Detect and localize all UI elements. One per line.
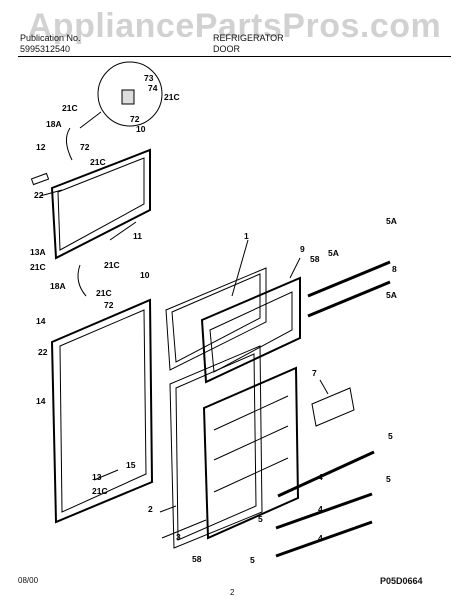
callout: 12: [36, 142, 46, 152]
door-shelf-3: [213, 457, 289, 493]
freezer-door-frame-outer: [50, 148, 151, 260]
callout: 72: [80, 142, 90, 152]
callout: 14: [36, 396, 46, 406]
freezer-door: [200, 276, 301, 384]
fresh-food-gasket-inner: [175, 353, 257, 541]
callout: 5: [386, 474, 391, 484]
callout: 72: [130, 114, 140, 124]
callout: 13: [92, 472, 102, 482]
callout: 58: [192, 554, 202, 564]
freezer-door-frame-inner: [57, 157, 145, 251]
callout: 5: [250, 555, 255, 565]
callout: 21C: [30, 262, 46, 272]
door-shelf-1: [213, 395, 289, 431]
fresh-food-door: [202, 366, 300, 540]
callout: 22: [34, 190, 44, 200]
callout: 10: [136, 124, 146, 134]
callout: 13A: [30, 247, 46, 257]
fresh-food-door-frame-inner: [59, 309, 147, 513]
freezer-gasket: [165, 267, 267, 371]
detail-bracket: [121, 89, 135, 105]
publication-label: Publication No.: [20, 33, 81, 43]
footer-date: 08/00: [18, 576, 39, 585]
fresh-food-door-frame-outer: [50, 298, 154, 524]
callout: 4: [318, 533, 323, 543]
callout: 11: [133, 231, 142, 241]
trim-bar-upper-2: [307, 280, 391, 318]
freezer-door-shelf: [209, 291, 293, 373]
hinge-18a-upper: [66, 127, 73, 161]
callout: 7: [312, 368, 317, 378]
callout: 21C: [164, 92, 180, 102]
callout: 18A: [46, 119, 62, 129]
trim-bar-lower-1: [277, 450, 375, 498]
callout: 18A: [50, 281, 66, 291]
callout: 74: [148, 83, 158, 93]
callout: 10: [140, 270, 150, 280]
watermark: AppliancePartsPros.com: [27, 7, 442, 45]
hinge-18a-lower: [77, 264, 87, 297]
callout: 58: [310, 254, 320, 264]
section-title: DOOR: [213, 44, 240, 54]
callout: 5: [388, 431, 393, 441]
fresh-food-gasket: [169, 345, 263, 549]
callout: 21C: [104, 260, 120, 270]
trim-bar-upper-1: [307, 260, 391, 298]
callout: 21C: [62, 103, 78, 113]
publication-number: 5995312540: [20, 44, 71, 54]
freezer-gasket-inner: [171, 273, 261, 363]
detail-zoom-circle: [97, 61, 163, 127]
door-shelf-2: [213, 425, 289, 461]
callout: 14: [36, 316, 46, 326]
callout: 8: [392, 264, 397, 274]
callout: 22: [38, 347, 48, 357]
trim-bar-lower-3: [275, 520, 373, 558]
trim-bar-lower-2: [275, 492, 373, 530]
callout: 4: [318, 472, 323, 482]
header-rule: [18, 56, 451, 57]
callout: 2: [148, 504, 153, 514]
callout: 21C: [90, 157, 106, 167]
callout: 5A: [386, 290, 397, 300]
footer-figure-code: P05D0664: [380, 576, 423, 586]
appliance-type: REFRIGERATOR: [213, 33, 284, 43]
callout: 4: [318, 504, 323, 514]
callout: 15: [126, 460, 136, 470]
gasket-strip: [30, 172, 50, 186]
callout: 1: [244, 231, 249, 241]
footer-page-number: 2: [230, 588, 235, 597]
callout: 72: [104, 300, 114, 310]
callout: 21C: [92, 486, 108, 496]
callout: 5A: [386, 216, 397, 226]
zoom-leader-line: [79, 111, 102, 129]
callout: 73: [144, 73, 154, 83]
dairy-door: [311, 387, 355, 427]
callout: 5A: [328, 248, 339, 258]
callout: 21C: [96, 288, 112, 298]
callout: 3: [176, 532, 181, 542]
callout: 5: [258, 514, 263, 524]
callout: 9: [300, 244, 305, 254]
